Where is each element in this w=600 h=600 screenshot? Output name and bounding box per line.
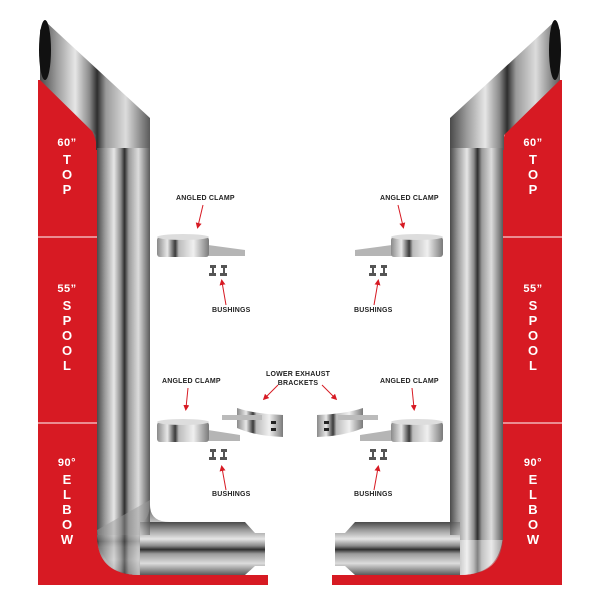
upper-left-clamp — [157, 234, 245, 257]
left-lower-bracket — [222, 408, 283, 437]
lower-left-clamp — [157, 419, 240, 442]
upper-left-bushings-label: BUSHINGS — [212, 307, 251, 314]
lower-left-clamp-label: ANGLED CLAMP — [162, 378, 221, 385]
upper-right-bushings-label: BUSHINGS — [354, 307, 393, 314]
lower-right-bushings-label: BUSHINGS — [354, 491, 393, 498]
lower-right-clamp — [360, 419, 443, 442]
lower-left-bushings-label: BUSHINGS — [212, 491, 251, 498]
right-red-band — [332, 80, 562, 585]
upper-right-clamp — [355, 234, 443, 257]
left-elbow-label: 90° E L B O W — [57, 457, 77, 547]
bushings-upper-left — [209, 265, 227, 276]
upper-left-clamp-label: ANGLED CLAMP — [176, 195, 235, 202]
lower-exhaust-brackets-label: LOWER EXHAUST BRACKETS — [266, 371, 331, 387]
right-exhaust-pipe — [335, 20, 561, 575]
right-lower-bracket — [317, 408, 378, 437]
right-elbow-label: 90° E L B O W — [523, 457, 543, 547]
left-exhaust-pipe — [39, 20, 265, 575]
upper-right-clamp-label: ANGLED CLAMP — [380, 195, 439, 202]
bushings-upper-right — [369, 265, 387, 276]
callout-arrows — [183, 204, 417, 491]
bushings-lower-left — [209, 449, 227, 460]
left-spool-label: 55” S P O O L — [57, 283, 77, 373]
left-top-label: 60” T O P — [57, 137, 77, 197]
lower-right-clamp-label: ANGLED CLAMP — [380, 378, 439, 385]
right-spool-label: 55” S P O O L — [523, 283, 543, 373]
bushings-lower-right — [369, 449, 387, 460]
left-red-band — [38, 80, 268, 585]
right-top-label: 60” T O P — [523, 137, 543, 197]
